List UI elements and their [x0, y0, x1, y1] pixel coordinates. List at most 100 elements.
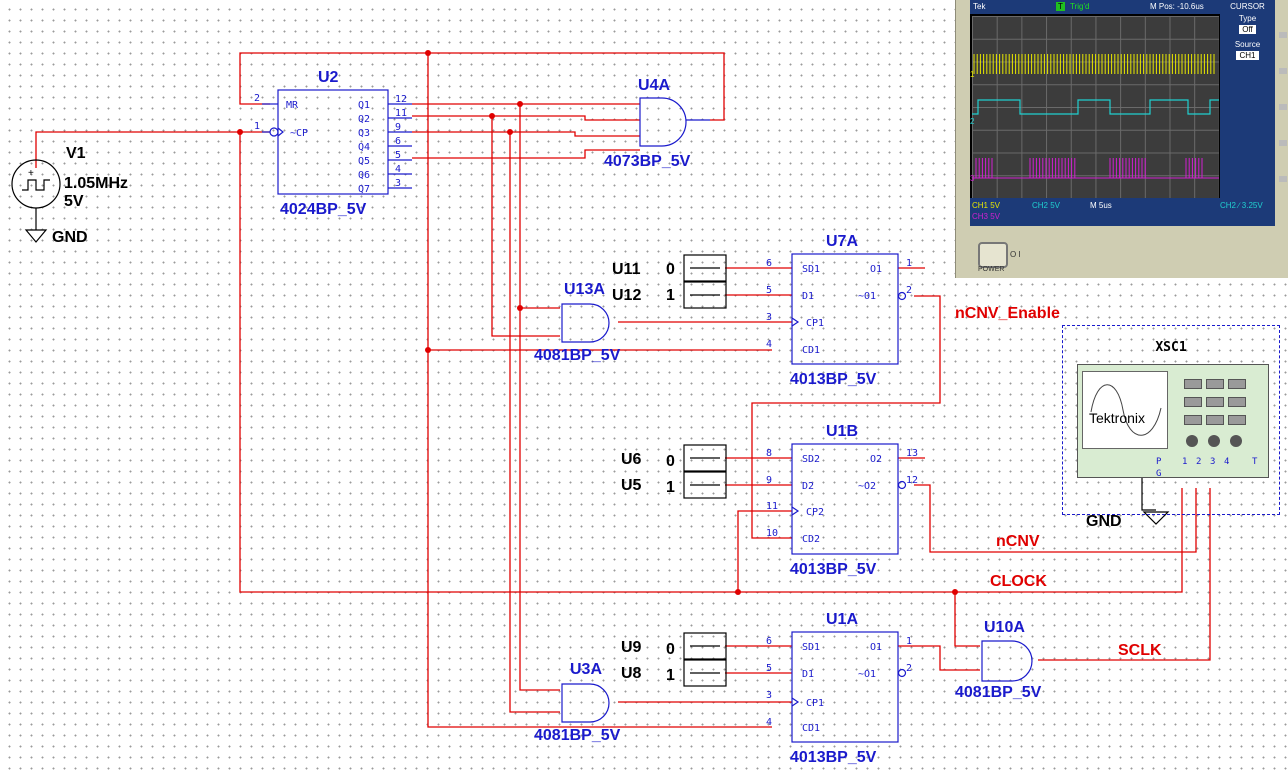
u2-pinnum-cp: 1	[254, 121, 260, 132]
v1-frequency: 1.05MHz	[64, 175, 128, 192]
u9-value: 0	[666, 641, 675, 658]
u3a-part: 4081BP_5V	[534, 727, 621, 744]
constants: U11 0 U12 1 U6 0 U5 1 U9 0	[612, 254, 727, 687]
u7a-pin-d1: D1	[802, 291, 814, 302]
u6-value: 0	[666, 453, 675, 470]
xsc1-ch3-label: 3	[1210, 457, 1216, 467]
u2-pinnum-11: 11	[395, 108, 407, 119]
const-u11[interactable]: U11 0	[612, 254, 727, 282]
scope-screen: Tek T Trig'd M Pos: -10.6us 1 2 3 CURSOR…	[970, 0, 1275, 226]
u7a-flipflop[interactable]: U7A 4013BP_5V SD1 D1 CP1 CD1 O1 ~O1 6 5 …	[766, 233, 912, 388]
xsc1-key-2[interactable]	[1206, 379, 1224, 389]
xsc1-body: Tektronix P G 1 2 3 4 T	[1077, 364, 1269, 479]
u5-ref: U5	[621, 477, 642, 494]
menu-title: CURSOR	[1230, 2, 1265, 11]
u1b-pin-o2: O2	[870, 454, 882, 465]
u1a-pinnum-3: 3	[766, 690, 772, 701]
u2-pin-cp: ~CP	[290, 128, 308, 139]
u2-pinnum-3: 3	[395, 178, 401, 189]
power-button[interactable]	[978, 242, 1008, 268]
xsc1-key-5[interactable]	[1206, 397, 1224, 407]
svg-text:+: +	[28, 168, 34, 179]
u2-pinnum-9: 9	[395, 122, 401, 133]
u1a-pin-d1: D1	[802, 669, 814, 680]
u1b-pin-d2: D2	[802, 481, 814, 492]
footer-ch1: CH1 5V	[972, 201, 1001, 210]
net-sclk[interactable]: SCLK	[1118, 642, 1162, 659]
trig-marker: T	[1056, 2, 1065, 11]
net-ncnv-enable[interactable]: nCNV_Enable	[955, 305, 1060, 322]
u7a-pinnum-6: 6	[766, 258, 772, 269]
xsc1-brand: Tektronix	[1089, 410, 1146, 426]
ch3-marker: 3	[970, 174, 975, 183]
u10a-part: 4081BP_5V	[955, 684, 1042, 701]
const-u6[interactable]: U6 0	[621, 444, 727, 472]
u7a-pinnum-3: 3	[766, 312, 772, 323]
u1b-pinnum-8: 8	[766, 448, 772, 459]
u10a-and-gate[interactable]: U10A 4081BP_5V	[955, 619, 1042, 701]
u1a-pin-cp1: CP1	[806, 698, 824, 709]
junction-dots	[237, 50, 958, 595]
u1b-part: 4013BP_5V	[790, 561, 877, 578]
u1a-pin-cd1: CD1	[802, 723, 820, 734]
u1b-pinnum-13: 13	[906, 448, 918, 459]
u10a-ref: U10A	[984, 619, 1025, 636]
u1a-pin-o1: O1	[870, 642, 882, 653]
u12-value: 1	[666, 287, 675, 304]
xsc1-key-6[interactable]	[1228, 397, 1246, 407]
u1b-pinnum-10: 10	[766, 528, 778, 539]
ch1-marker: 1	[970, 70, 975, 79]
xsc1-key-8[interactable]	[1206, 415, 1224, 425]
xsc1-knob-2[interactable]	[1208, 435, 1220, 447]
xsc1-key-4[interactable]	[1184, 397, 1202, 407]
xsc1-knob-3[interactable]	[1230, 435, 1242, 447]
menu-side-button-5[interactable]	[1279, 176, 1287, 182]
const-u9[interactable]: U9 0	[621, 632, 727, 660]
xsc1-key-9[interactable]	[1228, 415, 1246, 425]
u13a-part: 4081BP_5V	[534, 347, 621, 364]
u4a-and-gate[interactable]: U4A 4073BP_5V	[604, 77, 710, 170]
net-clock[interactable]: CLOCK	[990, 573, 1047, 590]
u1b-pin-cp2: CP2	[806, 507, 824, 518]
u7a-ref: U7A	[826, 233, 858, 250]
u2-pin-q5: Q5	[358, 156, 370, 167]
scope-brand: Tek	[973, 2, 986, 11]
u3a-and-gate[interactable]: U3A 4081BP_5V	[534, 661, 621, 744]
xsc1-key-3[interactable]	[1228, 379, 1246, 389]
menu-side-button-3[interactable]	[1279, 104, 1287, 110]
u2-pinnum-5: 5	[395, 150, 401, 161]
menu-source-value[interactable]: CH1	[1236, 51, 1259, 60]
footer-timebase: M 5us	[1090, 201, 1112, 210]
u13a-and-gate[interactable]: U13A 4081BP_5V	[534, 281, 621, 364]
menu-side-button-2[interactable]	[1279, 68, 1287, 74]
xsc1-key-7[interactable]	[1184, 415, 1202, 425]
xsc1-knob-1[interactable]	[1186, 435, 1198, 447]
footer-trigger: CH2 ∕ 3.25V	[1220, 201, 1263, 210]
u1b-flipflop[interactable]: U1B 4013BP_5V SD2 D2 CP2 CD2 O2 ~O2 8 9 …	[766, 423, 918, 578]
menu-side-button-1[interactable]	[1279, 32, 1287, 38]
u1a-pinnum-2: 2	[906, 663, 912, 674]
u1b-ref: U1B	[826, 423, 858, 440]
u1a-part: 4013BP_5V	[790, 749, 877, 766]
u2-counter[interactable]: U2 4024BP_5V MR ~CP 2 1 Q1 Q2 Q3 Q4 Q5 Q…	[254, 69, 412, 218]
const-u8[interactable]: U8 1	[621, 659, 727, 687]
scope-display[interactable]: Tek T Trig'd M Pos: -10.6us 1 2 3 CURSOR…	[955, 0, 1288, 278]
u7a-pin-sd1: SD1	[802, 264, 820, 275]
u1a-flipflop[interactable]: U1A 4013BP_5V SD1 D1 CP1 CD1 O1 ~O1 6 5 …	[766, 611, 912, 766]
xsc1-key-1[interactable]	[1184, 379, 1202, 389]
ch1-trace	[973, 54, 1215, 74]
xsc1-instrument[interactable]: XSC1 Tektronix P G 1 2 3 4 T	[1062, 325, 1280, 515]
u8-ref: U8	[621, 665, 642, 682]
v1-source[interactable]: + V1 1.05MHz 5V GND	[11, 145, 128, 246]
net-ncnv[interactable]: nCNV	[996, 533, 1040, 550]
u1b-pinnum-11: 11	[766, 501, 778, 512]
const-u5[interactable]: U5 1	[621, 471, 727, 499]
const-u12[interactable]: U12 1	[612, 281, 727, 309]
u8-value: 1	[666, 667, 675, 684]
menu-type-value[interactable]: Off	[1239, 25, 1256, 34]
u12-ref: U12	[612, 287, 641, 304]
menu-side-button-4[interactable]	[1279, 140, 1287, 146]
xsc1-probe-g: G	[1156, 469, 1162, 479]
